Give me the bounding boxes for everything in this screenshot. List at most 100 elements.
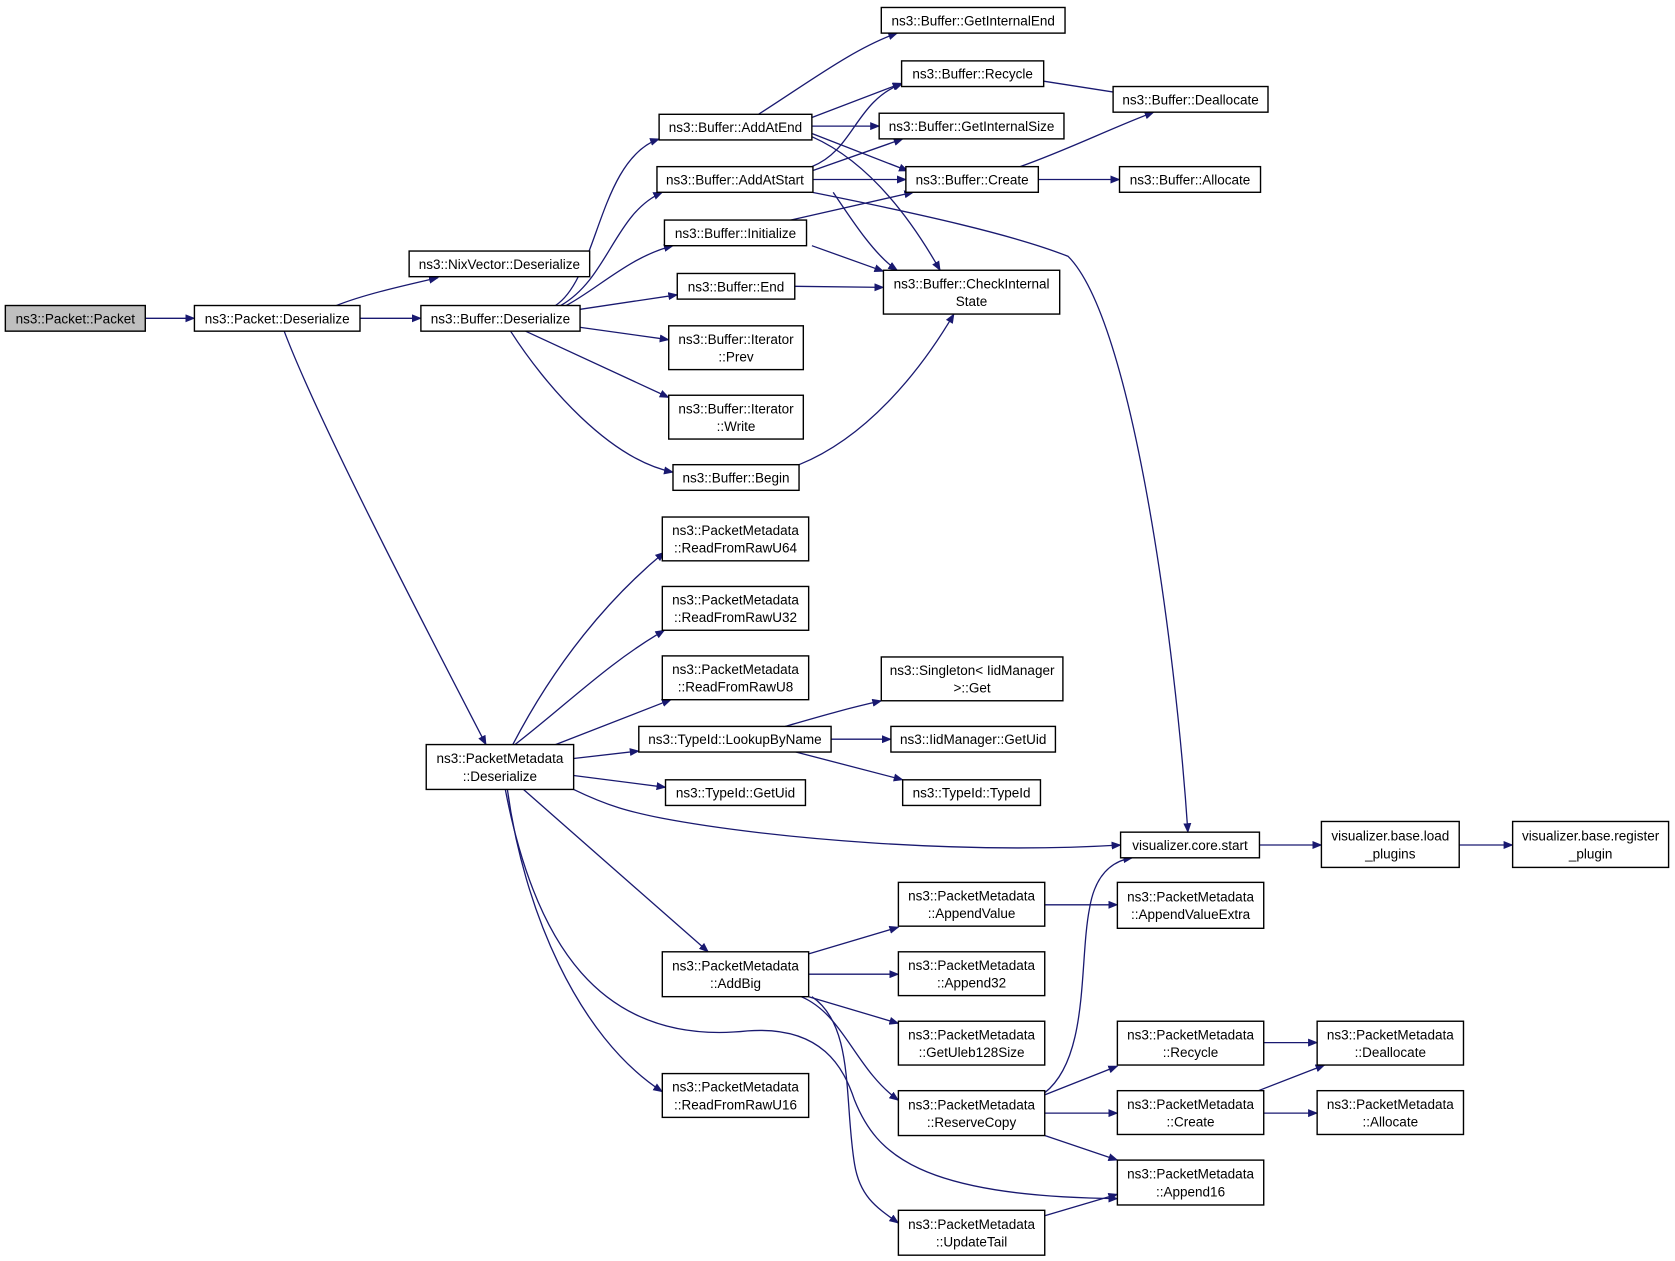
edge-pm-addbig-to-pm-getuleb <box>808 996 900 1025</box>
edge-pkt-deser-to-pm-deser <box>283 330 487 746</box>
node-singleton-get[interactable]: ns3::Singleton< IidManager>::Get <box>880 656 1064 702</box>
edge-arrow <box>811 82 904 168</box>
node-pm-append16[interactable]: ns3::PacketMetadata::Append16 <box>1116 1159 1265 1206</box>
edge-arrow <box>811 82 903 119</box>
node-buf-recycle[interactable]: ns3::Buffer::Recycle <box>900 60 1045 88</box>
edge-arrow <box>811 191 1192 834</box>
node-box <box>878 112 1065 140</box>
node-label: ::GetUleb128Size <box>919 1045 1025 1060</box>
node-buf-dealloc[interactable]: ns3::Buffer::Deallocate <box>1112 85 1269 113</box>
node-label: ns3::PacketMetadata <box>1127 1027 1254 1042</box>
node-it-prev[interactable]: ns3::Buffer::Iterator::Prev <box>668 325 805 371</box>
node-pm-deser[interactable]: ns3::PacketMetadata::Deserialize <box>425 743 575 791</box>
node-pm-create[interactable]: ns3::PacketMetadata::Create <box>1116 1089 1265 1136</box>
node-box <box>661 951 810 998</box>
node-vis-load[interactable]: visualizer.base.load_plugins <box>1320 820 1460 869</box>
node-pm-rr8[interactable]: ns3::PacketMetadata::ReadFromRawU8 <box>661 655 810 701</box>
edge-arrow <box>1044 1193 1119 1217</box>
node-box <box>668 325 805 371</box>
node-label: ::Deallocate <box>1355 1045 1426 1060</box>
edge-arrow <box>510 330 674 475</box>
node-buf-addatstart[interactable]: ns3::Buffer::AddAtStart <box>656 165 814 193</box>
node-box <box>425 743 575 791</box>
edge-pm-addbig-to-pm-reservecopy <box>800 996 900 1101</box>
node-label: >::Get <box>954 681 991 696</box>
node-it-write[interactable]: ns3::Buffer::Iterator::Write <box>668 394 805 440</box>
node-box <box>193 304 361 332</box>
node-box <box>420 304 581 332</box>
edge-arrow <box>512 551 666 745</box>
node-nix-deser[interactable]: ns3::NixVector::Deserialize <box>408 250 591 278</box>
node-pm-rr32[interactable]: ns3::PacketMetadata::ReadFromRawU32 <box>661 585 810 631</box>
node-label: ns3::Buffer::End <box>688 279 785 294</box>
node-iid-getuid[interactable]: ns3::IidManager::GetUid <box>890 725 1057 753</box>
node-label: ns3::Buffer::Deserialize <box>431 311 570 326</box>
node-box <box>656 165 814 193</box>
node-box <box>1112 85 1269 113</box>
node-buf-begin[interactable]: ns3::Buffer::Begin <box>672 463 800 492</box>
node-vis-start[interactable]: visualizer.core.start <box>1119 831 1261 859</box>
node-label: ns3::PacketMetadata <box>672 523 799 538</box>
node-buf-deser[interactable]: ns3::Buffer::Deserialize <box>420 304 581 332</box>
node-label: ns3::PacketMetadata <box>1127 1097 1254 1112</box>
node-buf-init[interactable]: ns3::Buffer::Initialize <box>663 219 808 247</box>
node-box <box>897 881 1046 927</box>
edge-pm-updatetail-to-pm-append16 <box>1044 1193 1119 1217</box>
node-buf-end[interactable]: ns3::Buffer::End <box>676 272 796 300</box>
node-pm-appendvalue[interactable]: ns3::PacketMetadata::AppendValue <box>897 881 1046 927</box>
node-buf-getintend[interactable]: ns3::Buffer::GetInternalEnd <box>880 6 1066 34</box>
edge-buf-addatstart-to-buf-recycle <box>811 82 904 168</box>
node-pm-rr16[interactable]: ns3::PacketMetadata::ReadFromRawU16 <box>661 1072 810 1119</box>
edge-buf-init-to-buf-checkint <box>811 245 885 273</box>
node-pm-recycle[interactable]: ns3::PacketMetadata::Recycle <box>1116 1020 1265 1066</box>
node-vis-register[interactable]: visualizer.base.register_plugin <box>1511 820 1670 869</box>
edge-arrow <box>565 244 674 307</box>
node-pm-getuleb[interactable]: ns3::PacketMetadata::GetUleb128Size <box>897 1020 1046 1066</box>
node-pm-dealloc[interactable]: ns3::PacketMetadata::Deallocate <box>1316 1020 1465 1066</box>
node-tid-lookup[interactable]: ns3::TypeId::LookupByName <box>638 725 832 753</box>
node-label: ::ReadFromRawU32 <box>674 610 797 625</box>
node-buf-addatend[interactable]: ns3::Buffer::AddAtEnd <box>658 113 813 141</box>
edge-pm-deser-to-tid-getuid <box>573 774 667 791</box>
node-pkt-deser[interactable]: ns3::Packet::Deserialize <box>193 304 361 332</box>
node-label: ns3::PacketMetadata <box>672 958 799 973</box>
edge-pm-deser-to-pm-rr64 <box>512 551 666 745</box>
node-box <box>663 219 808 247</box>
node-label: ::AppendValue <box>928 906 1016 921</box>
edge-pm-deser-to-pm-rr32 <box>514 629 666 746</box>
node-box <box>900 60 1045 88</box>
node-packet[interactable]: ns3::Packet::Packet <box>4 304 146 332</box>
node-label: ns3::Buffer::Initialize <box>675 226 796 241</box>
node-pm-alloc[interactable]: ns3::PacketMetadata::Allocate <box>1316 1089 1465 1136</box>
node-pm-reservecopy[interactable]: ns3::PacketMetadata::ReserveCopy <box>897 1089 1046 1137</box>
edge-buf-deser-to-buf-init <box>565 244 674 307</box>
node-buf-getintsize[interactable]: ns3::Buffer::GetInternalSize <box>878 112 1065 140</box>
edge-arrow <box>560 191 664 307</box>
node-label: ns3::Buffer::GetInternalEnd <box>891 13 1054 28</box>
node-pm-rr64[interactable]: ns3::PacketMetadata::ReadFromRawU64 <box>661 516 810 562</box>
edge-arrow <box>1044 855 1134 1094</box>
edge-buf-create-to-buf-dealloc <box>1019 111 1155 168</box>
node-pm-append32[interactable]: ns3::PacketMetadata::Append32 <box>897 951 1046 997</box>
node-pm-appendvalueextra[interactable]: ns3::PacketMetadata::AppendValueExtra <box>1116 881 1265 930</box>
node-label: ns3::Buffer::Allocate <box>1130 172 1251 187</box>
node-buf-create[interactable]: ns3::Buffer::Create <box>905 165 1040 193</box>
edge-arrow <box>1258 1064 1326 1092</box>
node-label: ::ReadFromRawU64 <box>674 541 798 556</box>
node-tid-typeid[interactable]: ns3::TypeId::TypeId <box>901 779 1042 807</box>
node-label: ns3::PacketMetadata <box>908 1217 1035 1232</box>
edge-arrow <box>514 629 666 746</box>
edge-buf-deser-to-buf-begin <box>510 330 674 475</box>
edge-pm-reservecopy-to-pm-append16 <box>1044 1134 1119 1162</box>
edge-arrow <box>794 283 885 292</box>
node-box <box>905 165 1040 193</box>
node-buf-alloc[interactable]: ns3::Buffer::Allocate <box>1118 165 1262 193</box>
node-label: ::Create <box>1167 1114 1215 1129</box>
node-label: ns3::Packet::Packet <box>16 311 136 326</box>
edge-buf-begin-to-buf-checkint <box>798 313 955 466</box>
node-pm-updatetail[interactable]: ns3::PacketMetadata::UpdateTail <box>897 1209 1046 1256</box>
node-label: ::Append16 <box>1156 1184 1225 1199</box>
node-tid-getuid[interactable]: ns3::TypeId::GetUid <box>664 779 807 807</box>
node-pm-addbig[interactable]: ns3::PacketMetadata::AddBig <box>661 951 810 998</box>
